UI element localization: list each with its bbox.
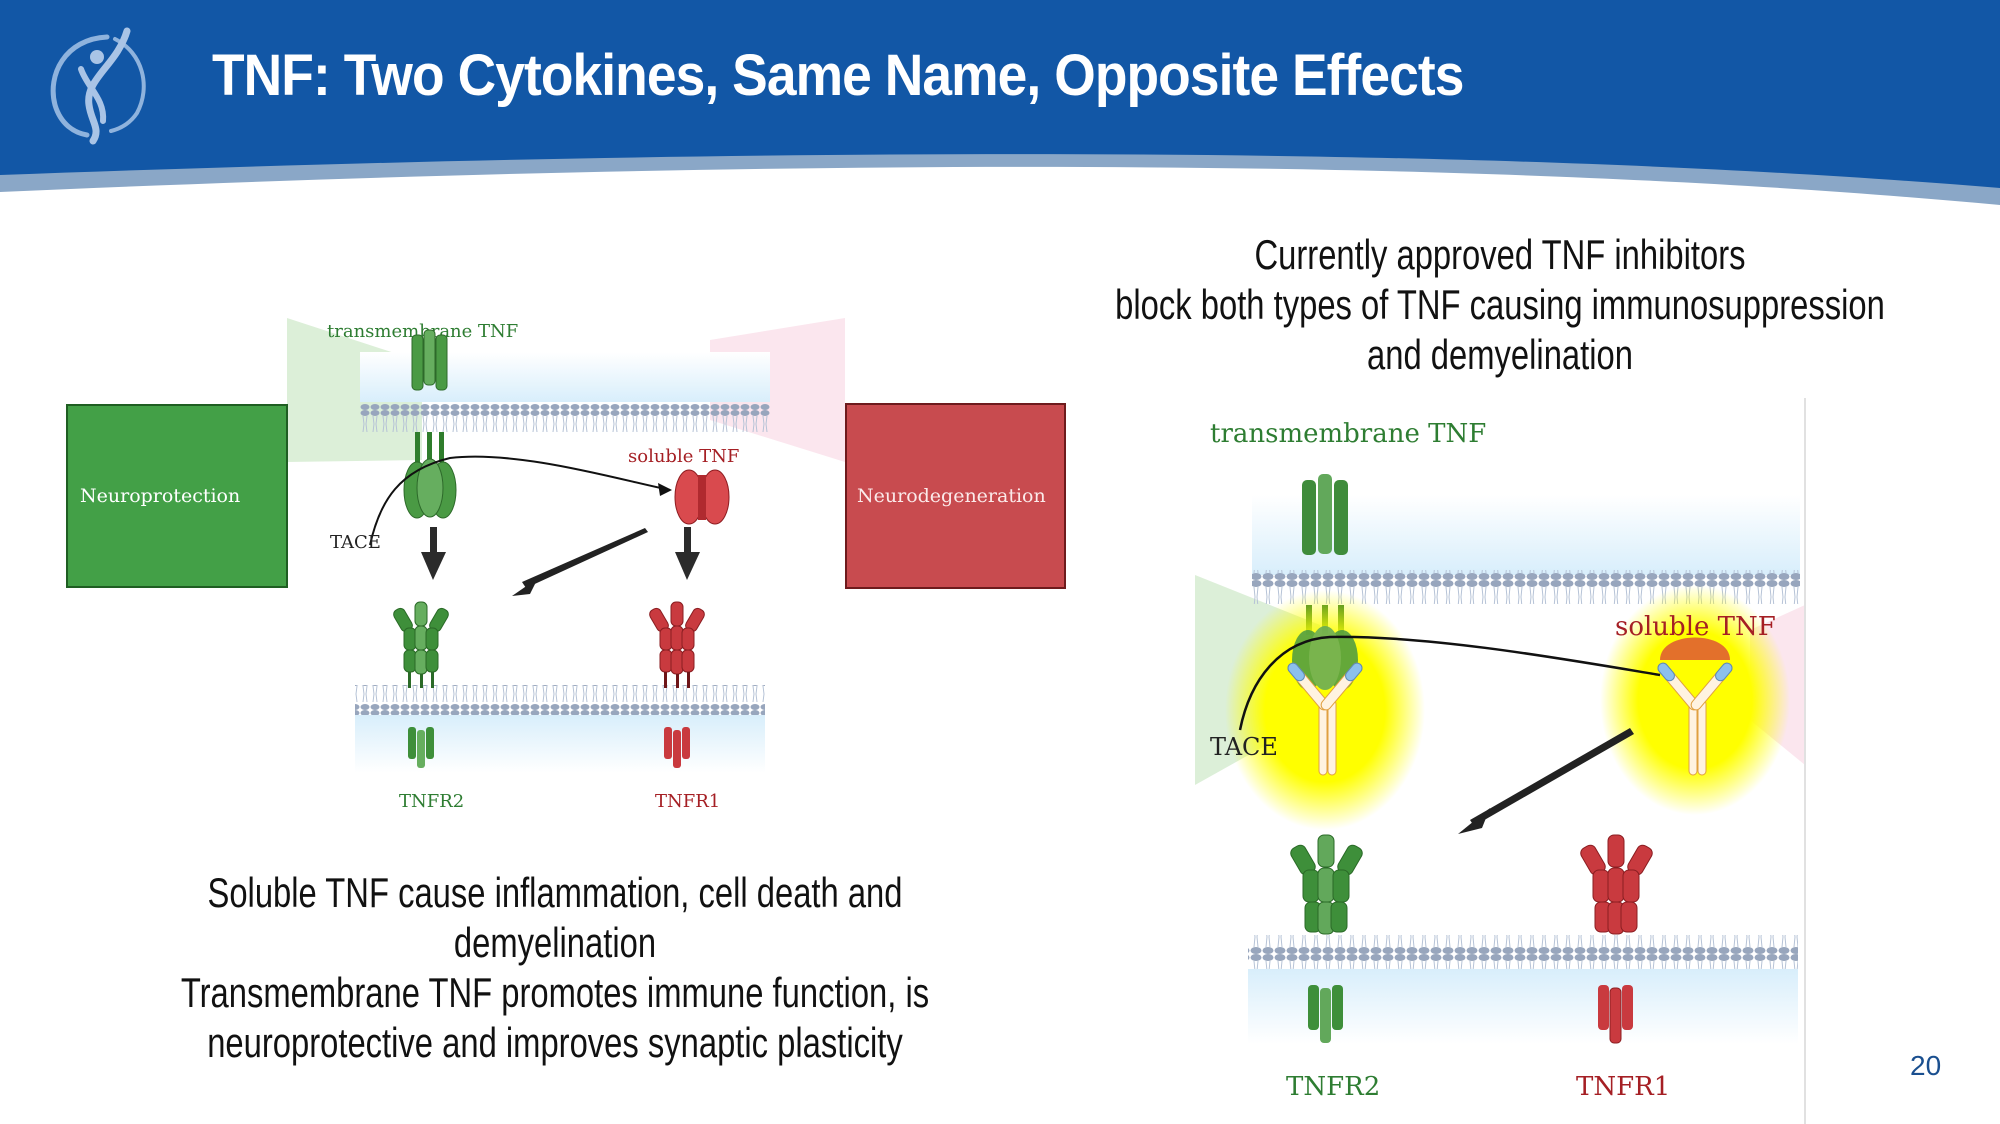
caption-line: neuroprotective and improves synaptic pl…: [207, 1019, 903, 1066]
tnf-inhibitor-diagram: transmembrane TNF TACE soluble TNF: [1195, 419, 1805, 1102]
soluble-tnf-label: soluble TNF: [628, 446, 739, 467]
lower-membrane: [355, 685, 765, 715]
tace-label: TACE: [330, 532, 381, 553]
arrowhead-icon: [658, 483, 672, 496]
caption-line: Soluble TNF cause inflammation, cell dea…: [207, 869, 903, 916]
upper-membrane: [360, 402, 770, 432]
figure-swirl-logo-icon: [50, 27, 146, 145]
down-arrow-icon: [421, 527, 446, 580]
header-banner: [0, 0, 2000, 205]
antibody-y-icon: [1287, 662, 1363, 776]
tnfr2-label: TNFR2: [399, 791, 464, 812]
tnfr2-receptor-icon: [1290, 834, 1363, 1043]
neurodegeneration-label: Neurodegeneration: [857, 485, 1046, 507]
tace-cleavage-arrow: [369, 455, 671, 546]
tnf-pathway-diagram: Neuroprotection Neurodegeneration transm…: [66, 318, 1066, 812]
transmembrane-tnf-label: transmembrane TNF: [1210, 419, 1486, 449]
antibody-y-icon: [1657, 662, 1733, 776]
lower-membrane: [1248, 935, 1798, 969]
tnf-effects-caption: Soluble TNF cause inflammation, cell dea…: [153, 868, 956, 1068]
transmembrane-tnf-label: transmembrane TNF: [327, 321, 518, 342]
caption-line: Transmembrane TNF promotes immune functi…: [180, 969, 930, 1016]
tnfr1-receptor-icon: [649, 601, 705, 768]
neuroprotection-box: [66, 404, 288, 588]
soluble-tnf-icon: [674, 469, 730, 525]
tnfr1-receptor-icon: [1580, 834, 1653, 1044]
soluble-tnf-label: soluble TNF: [1615, 612, 1776, 642]
inhibitors-caption: Currently approved TNF inhibitors block …: [1110, 230, 1890, 380]
caption-line: Currently approved TNF inhibitors: [1254, 231, 1746, 278]
caption-line: and demyelination: [1367, 331, 1633, 378]
neuroprotection-label: Neuroprotection: [80, 485, 240, 507]
tnfr1-label: TNFR1: [655, 791, 720, 812]
diagonal-arrow-icon: [1458, 728, 1634, 834]
page-number: 20: [1910, 1050, 1942, 1081]
tace-label: TACE: [1210, 733, 1278, 761]
tnfr2-label: TNFR2: [1286, 1072, 1380, 1102]
lower-cytoplasm: [355, 715, 765, 773]
diagonal-arrow-icon: [512, 528, 648, 596]
down-arrow-icon: [675, 527, 700, 580]
caption-line: demyelination: [453, 919, 657, 966]
soluble-tnf-icon: [1660, 637, 1730, 660]
tace-cleavage-arrow: [1238, 635, 1661, 731]
page-title: TNF: Two Cytokines, Same Name, Opposite …: [212, 43, 1464, 108]
caption-line: block both types of TNF causing immunosu…: [1115, 281, 1885, 328]
diagram-border: [1804, 398, 1806, 1124]
neurodegeneration-box: [845, 403, 1066, 589]
tnfr1-label: TNFR1: [1576, 1072, 1670, 1102]
banner-fill: [0, 0, 2000, 188]
tnfr2-receptor-icon: [393, 601, 449, 768]
